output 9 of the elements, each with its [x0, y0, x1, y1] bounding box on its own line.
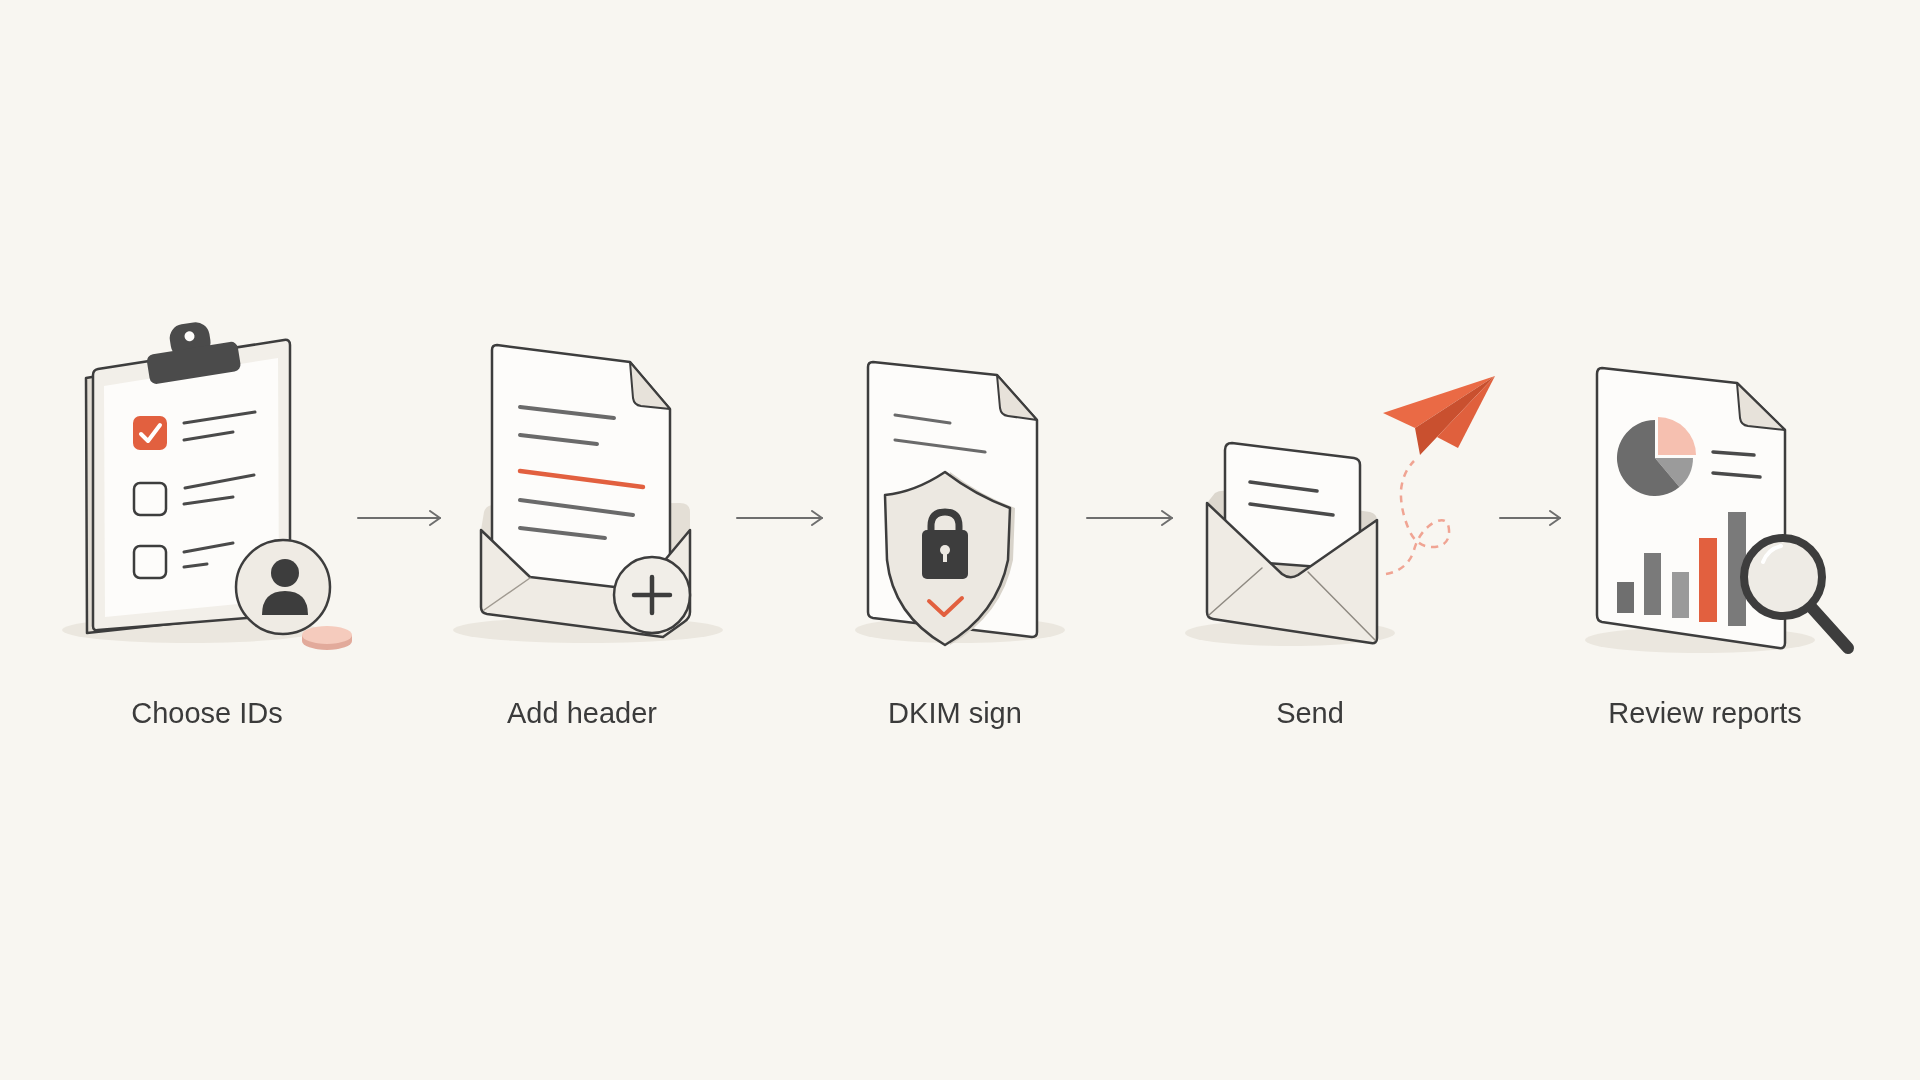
step-caption: Add header	[507, 696, 657, 731]
step-caption: DKIM sign	[888, 696, 1022, 731]
arrow	[357, 510, 441, 526]
step-caption: Review reports	[1608, 696, 1802, 731]
step-caption: Choose IDs	[131, 696, 283, 731]
arrow	[736, 510, 823, 526]
arrow	[1086, 510, 1173, 526]
arrow	[1499, 510, 1561, 526]
step-caption: Send	[1276, 696, 1344, 731]
